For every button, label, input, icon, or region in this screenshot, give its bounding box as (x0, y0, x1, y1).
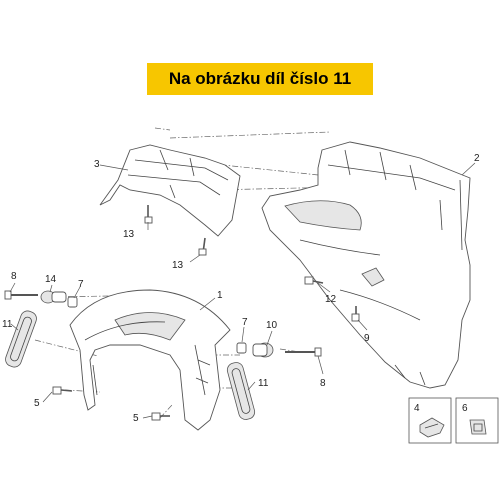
callout-8-right: 8 (320, 378, 326, 389)
part-11-reflector-right (226, 362, 256, 420)
part-12-screw (304, 276, 324, 285)
part-5-screw-bottom (151, 412, 170, 421)
part-13-screw-lower (198, 237, 207, 256)
part-2-front-shield (261, 141, 471, 389)
part-5-screw-left (52, 386, 73, 395)
inset-part-4: 4 (408, 397, 452, 444)
callout-9: 9 (364, 333, 370, 344)
callout-12: 12 (325, 294, 337, 305)
inset-part-6: 6 (455, 397, 499, 444)
part-9-screw (351, 306, 360, 322)
callout-5-left: 5 (34, 398, 40, 409)
callout-8-left: 8 (11, 271, 17, 282)
part-14-bracket-left (40, 290, 67, 304)
callout-11-right: 11 (258, 378, 269, 389)
part-number-banner: Na obrázku díl číslo 11 (147, 63, 373, 95)
callout-13-lower: 13 (172, 260, 184, 271)
callout-5-bottom: 5 (133, 413, 139, 424)
part-8-screw-left (4, 290, 38, 300)
callout-14: 14 (45, 274, 57, 285)
part-13-screw-upper (144, 205, 153, 224)
part-1-front-mudguard (69, 289, 231, 431)
part-3-inner-cover (99, 144, 241, 237)
callout-11-left: 11 (2, 319, 13, 330)
callout-7-left: 7 (78, 279, 84, 290)
part-8-screw-right (285, 347, 322, 357)
part-7-spacer-left (67, 296, 78, 308)
part-10-bracket-right (252, 342, 274, 358)
callout-13-upper: 13 (123, 229, 135, 240)
callout-1: 1 (217, 290, 223, 301)
part-11-reflector-left (5, 310, 37, 368)
part-7-spacer-right (236, 342, 247, 354)
callout-3: 3 (94, 159, 100, 170)
callout-10: 10 (266, 320, 278, 331)
callout-labels: 3 2 1 13 13 8 14 7 7 10 8 11 11 5 5 12 9 (2, 153, 480, 424)
callout-6: 6 (462, 403, 468, 414)
callout-2: 2 (474, 153, 480, 164)
callout-7-right: 7 (242, 317, 248, 328)
callout-4: 4 (414, 403, 420, 414)
leader-lines (9, 162, 476, 419)
